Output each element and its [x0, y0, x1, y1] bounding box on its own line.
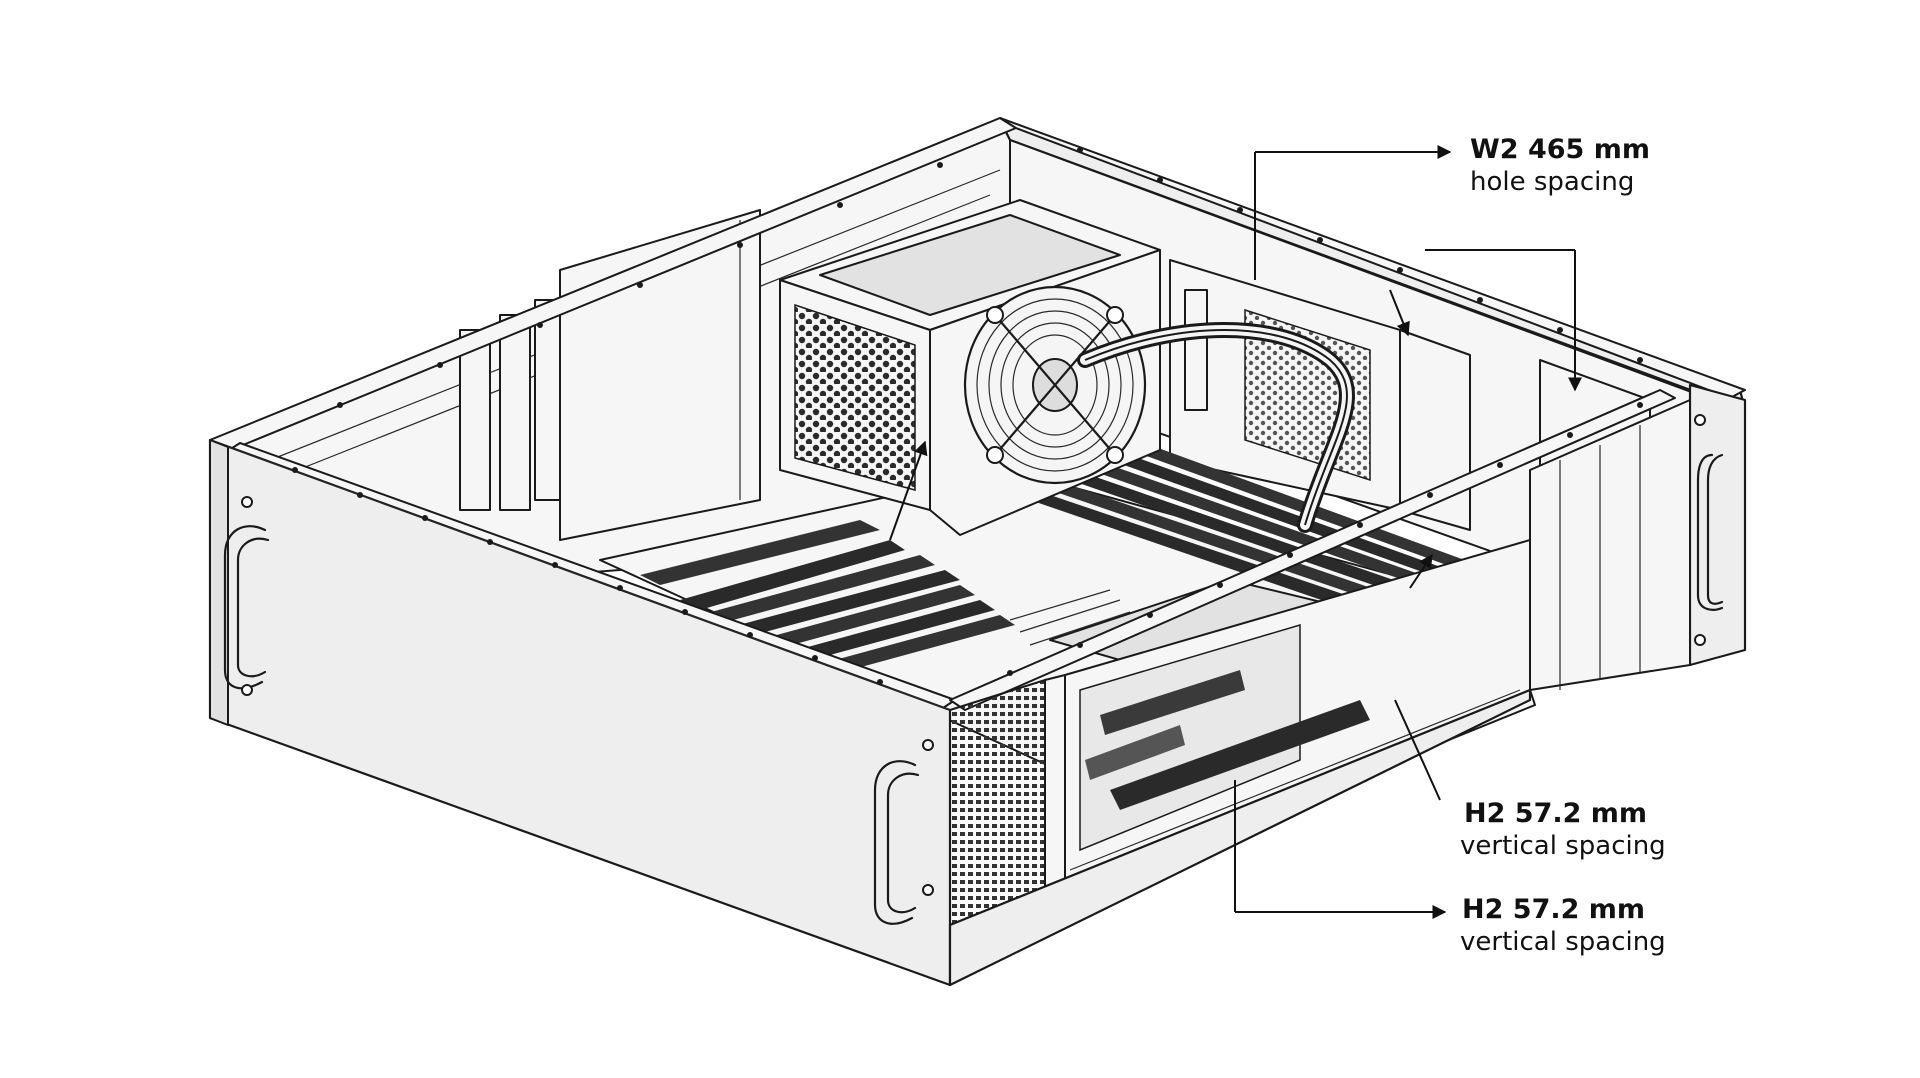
dimension-leader-height-upper — [1394, 699, 1441, 801]
right-side-panel — [1529, 383, 1747, 691]
internal-arrows — [889, 289, 1433, 589]
handle-icon — [1694, 414, 1724, 646]
ram-bank-right — [1030, 445, 1470, 627]
rail-screw-holes — [292, 147, 1643, 685]
vent-grille-icon — [949, 674, 1066, 927]
dimension-leader-width — [1254, 145, 1582, 392]
height-lower-dimension-value: H2 57.2 mm — [1462, 894, 1645, 925]
width-dimension-caption: hole spacing — [1470, 167, 1634, 197]
psu-fan-icon — [963, 285, 1147, 485]
psu-cable — [1077, 322, 1355, 533]
left-front-panel — [208, 438, 952, 987]
height-upper-dimension-value: H2 57.2 mm — [1464, 798, 1647, 829]
front-expansion-bay — [948, 539, 1536, 987]
height-upper-dimension-caption: vertical spacing — [1460, 831, 1666, 861]
width-dimension-value: W2 465 mm — [1470, 134, 1650, 165]
height-lower-dimension-caption: vertical spacing — [1460, 927, 1666, 957]
dimension-leader-height-lower — [1234, 780, 1447, 919]
